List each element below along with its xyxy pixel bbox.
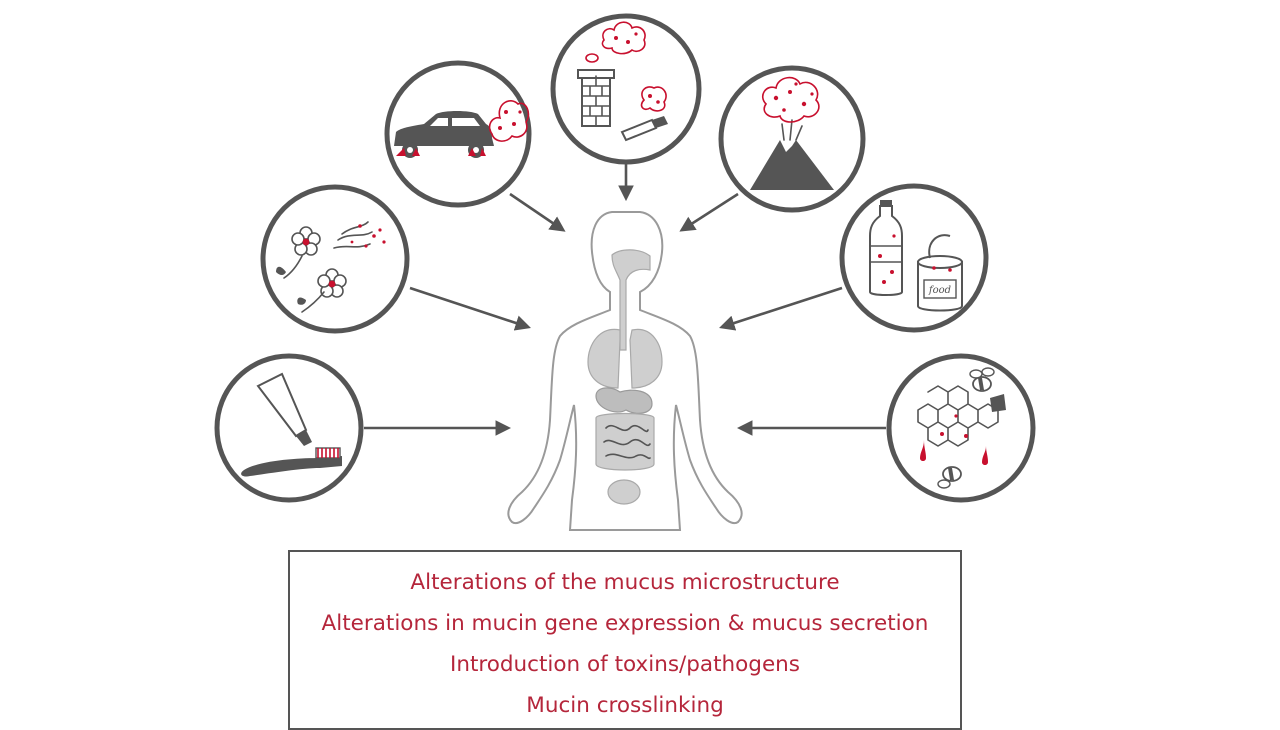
airway (611, 249, 651, 351)
chimney-cigarette-icon (577, 21, 668, 142)
right-lung (629, 328, 663, 389)
arrow-vehicle (509, 192, 566, 232)
left-lung (587, 328, 621, 389)
effects-box: Alterations of the mucus microstructure … (288, 550, 962, 730)
arrow-volcano (679, 192, 739, 232)
intestine-coils (603, 424, 651, 460)
exhaust-cloud-icon (488, 100, 530, 142)
volcano-icon (750, 76, 834, 190)
toothpaste-source (214, 353, 364, 503)
bladder (607, 479, 641, 505)
honeycomb-bee-icon (917, 367, 1006, 489)
car-icon (394, 111, 494, 158)
effect-mucin-gene-expression: Alterations in mucin gene expression & m… (321, 611, 929, 636)
pollen-source (260, 184, 410, 334)
can-label: food (928, 285, 951, 296)
car-exhaust-source (384, 60, 532, 208)
effect-toxins-pathogens: Introduction of toxins/pathogens (449, 652, 800, 677)
toothpaste-icon (241, 372, 342, 477)
effect-mucin-crosslinking: Mucin crosslinking (526, 693, 724, 718)
bee-icon (969, 367, 1006, 412)
bottle-can-icon: food (869, 200, 963, 312)
human-body-figure (507, 211, 743, 531)
chimney-cigarette-source (550, 13, 702, 165)
flower-icon (276, 221, 386, 313)
honeycomb-source (886, 353, 1036, 503)
effect-mucus-microstructure: Alterations of the mucus microstructure (410, 570, 840, 595)
volcano-source (718, 65, 866, 213)
exposure-arrows (364, 164, 886, 436)
body-outline (507, 211, 743, 531)
stomach (595, 387, 653, 414)
bee-icon (937, 466, 962, 489)
container-source: food (839, 183, 989, 333)
arrow-pollen (409, 286, 531, 331)
arrow-containers (719, 286, 843, 331)
